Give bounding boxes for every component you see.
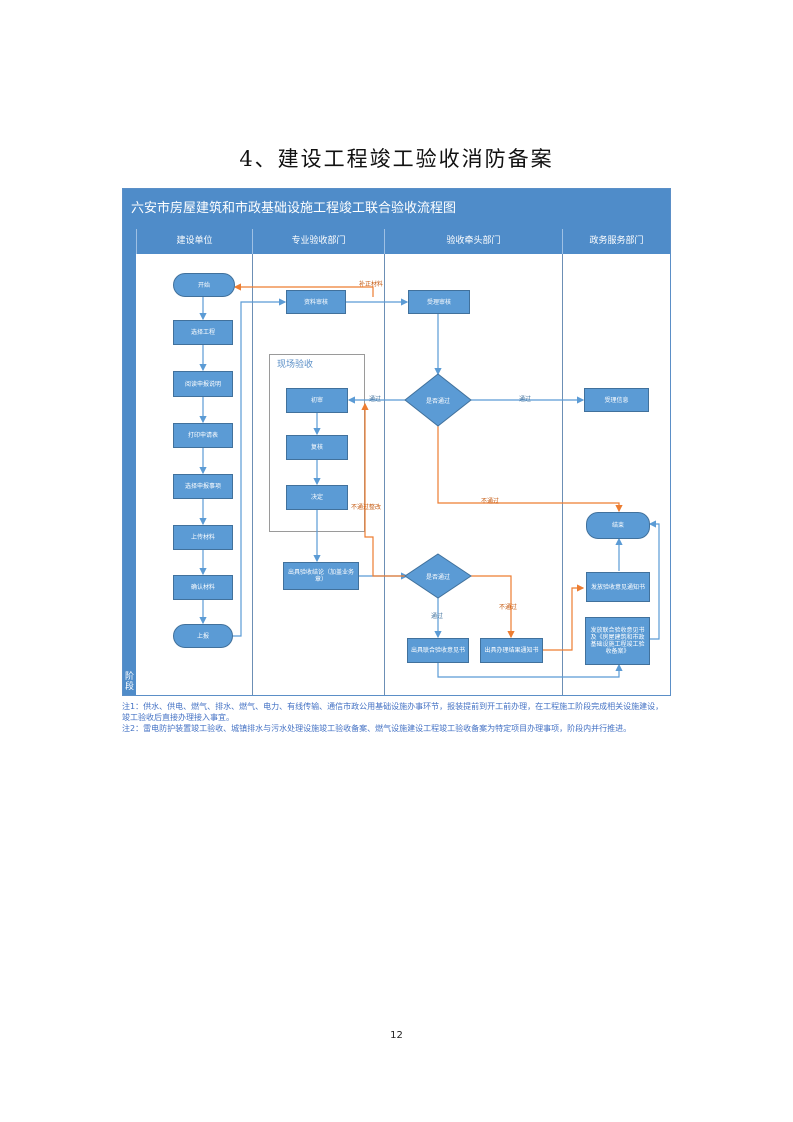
edge-label-supplement: 补正材料 xyxy=(359,281,384,288)
edge-label-fail-rectify: 不通过整改 xyxy=(351,504,382,511)
node-select-items: 选择申报事项 xyxy=(173,474,233,499)
lane-header-professional: 专业验收部门 xyxy=(252,229,384,254)
node-submit: 上报 xyxy=(173,624,233,648)
stage-label: 阶段 xyxy=(124,672,134,692)
onsite-inspection-label: 现场验收 xyxy=(277,360,314,370)
arrow-sendjoint-to-end xyxy=(648,520,660,640)
node-send-notice: 发放验收意见通知书 xyxy=(586,572,650,602)
node-accept-review: 受理审核 xyxy=(408,290,470,314)
node-handling-result: 出具办理结果通知书 xyxy=(480,638,543,663)
flowchart-title: 六安市房屋建筑和市政基础设施工程竣工联合验收流程图 xyxy=(123,189,670,229)
lane-divider xyxy=(562,254,563,695)
node-print-form: 打印申请表 xyxy=(173,423,233,448)
lane-header-builder: 建设单位 xyxy=(136,229,252,254)
lane-header-lead: 验收牵头部门 xyxy=(384,229,562,254)
stage-strip: 阶段 xyxy=(123,229,136,695)
edge-label-pass-right: 通过 xyxy=(519,396,532,403)
node-accept-info: 受理信息 xyxy=(584,388,649,412)
node-end: 结束 xyxy=(586,512,650,539)
decision2-label: 是否通过 xyxy=(425,574,450,581)
arrow-handling-to-notice xyxy=(543,584,585,651)
node-joint-opinion: 出具联合验收意见书 xyxy=(407,638,469,663)
node-confirm: 确认材料 xyxy=(173,575,233,600)
edge-label-pass-left: 通过 xyxy=(369,396,382,403)
node-send-joint: 发放联合验收意见书及《房屋建筑和市政基础设施工程竣工验收备案》 xyxy=(585,617,650,665)
footnotes: 注1：供水、供电、燃气、排水、燃气、电力、有线传输、通信市政公用基础设施办事环节… xyxy=(122,701,670,734)
page-heading: 4、建设工程竣工验收消防备案 xyxy=(239,147,554,171)
footnote-1: 注1：供水、供电、燃气、排水、燃气、电力、有线传输、通信市政公用基础设施办事环节… xyxy=(122,702,664,722)
edge-label-pass-down: 通过 xyxy=(431,613,444,620)
node-select-project: 选择工程 xyxy=(173,320,233,345)
node-doc-review: 资料审核 xyxy=(286,290,346,314)
node-recheck: 复核 xyxy=(286,435,348,460)
arrow-fail-to-end xyxy=(437,426,623,513)
node-upload: 上传材料 xyxy=(173,525,233,550)
page-number: 12 xyxy=(390,1030,403,1041)
decision1-label: 是否通过 xyxy=(425,398,450,405)
edge-label-fail-mid: 不通过 xyxy=(481,498,500,505)
node-issue-conclusion: 出具验收结论（加盖业务章） xyxy=(283,562,359,590)
lane-divider xyxy=(252,254,253,695)
arrow-rectify-to-firstreview xyxy=(361,402,407,577)
node-read-guide: 阅读申报说明 xyxy=(173,371,233,397)
flowchart: 六安市房屋建筑和市政基础设施工程竣工联合验收流程图 阶段 建设单位 专业验收部门… xyxy=(122,188,671,696)
edge-label-fail-down: 不通过 xyxy=(499,604,518,611)
arrow-jointopinion-to-sendjoint xyxy=(437,663,623,678)
lane-header-service: 政务服务部门 xyxy=(562,229,670,254)
node-start: 开始 xyxy=(173,273,235,297)
node-decide: 决定 xyxy=(286,485,348,510)
lane-divider xyxy=(384,254,385,695)
footnote-2: 注2：雷电防护装置竣工验收、城镇排水与污水处理设施竣工验收备案、燃气设施建设工程… xyxy=(122,724,632,733)
node-first-review: 初审 xyxy=(286,388,348,413)
